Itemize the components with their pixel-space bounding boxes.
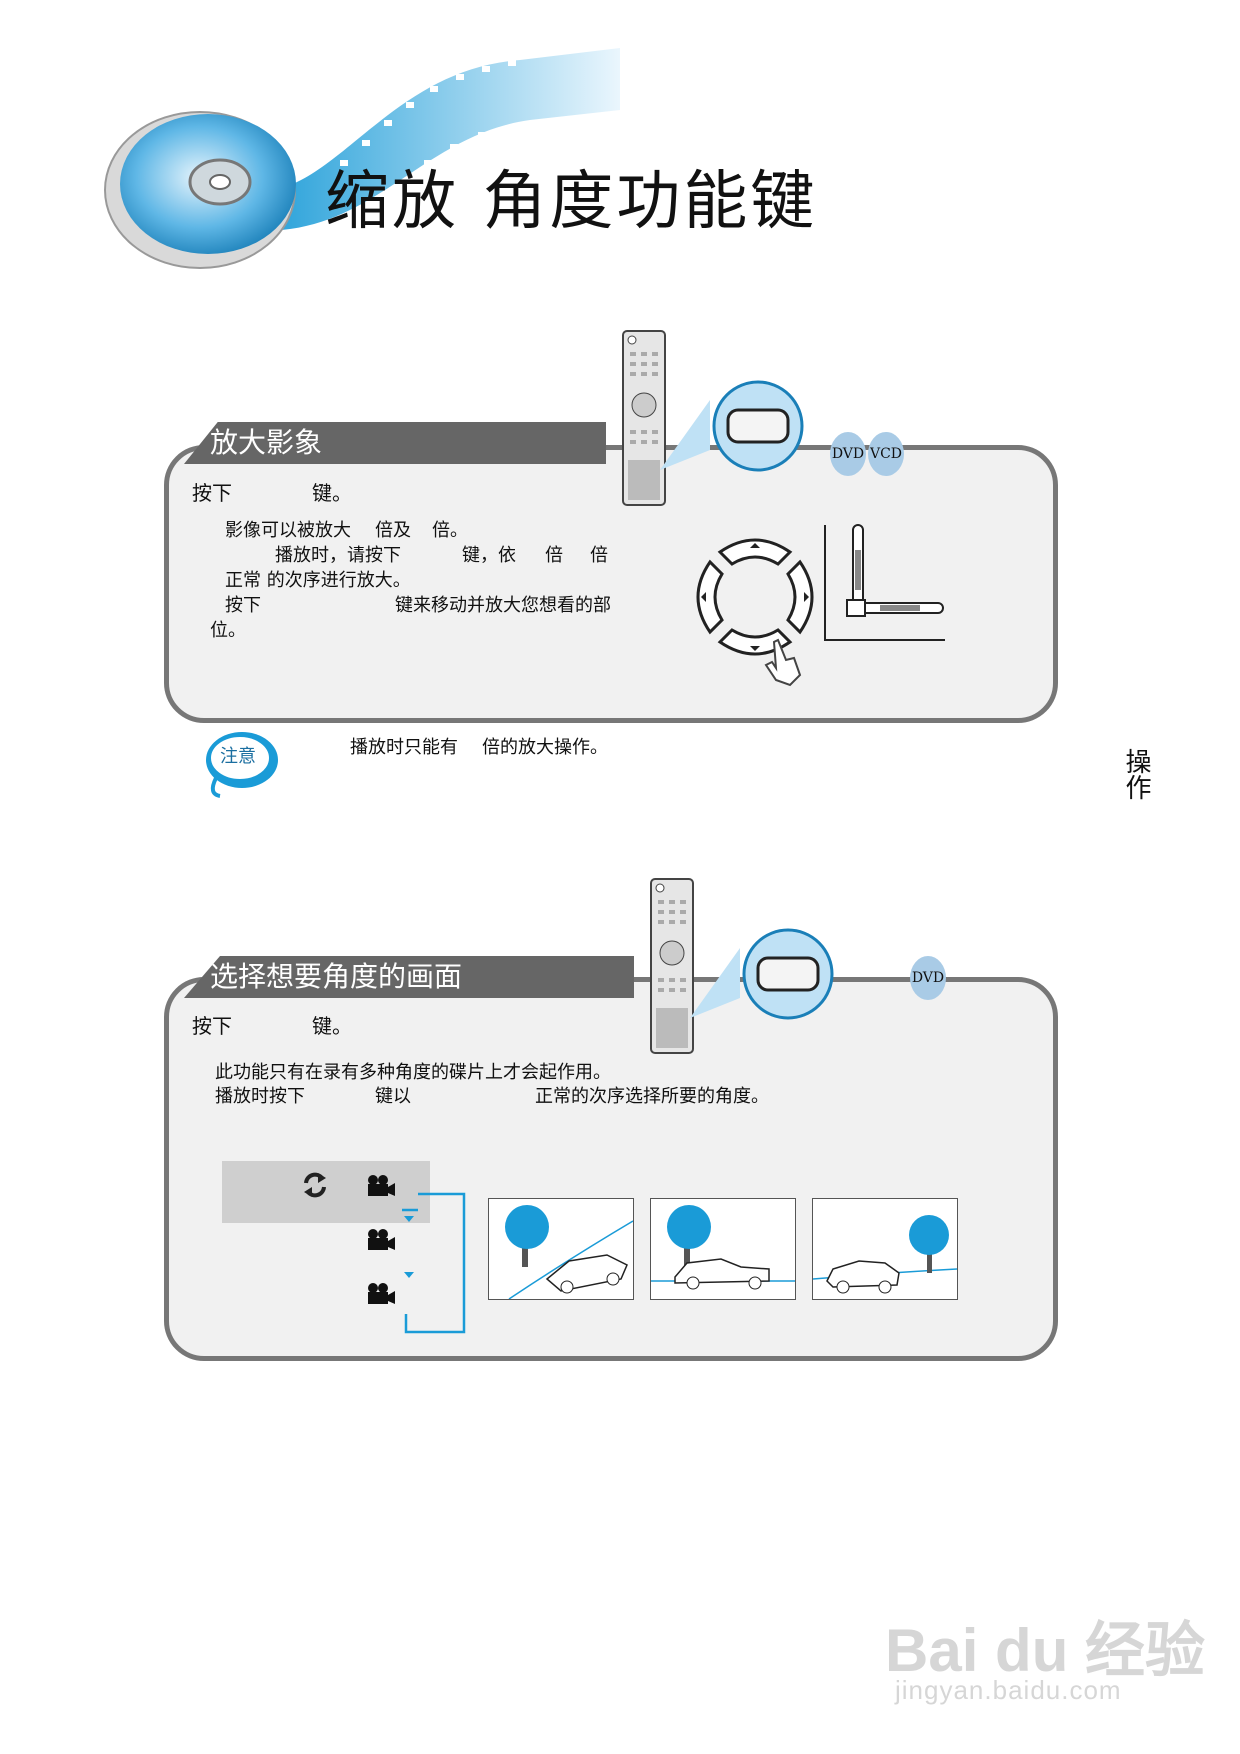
button-callout-2 [690, 928, 834, 1020]
note-bubble-icon [206, 732, 278, 798]
zoom-section-heading: 放大影象 [184, 422, 606, 464]
zoom-line-1c: 倍。 [432, 520, 468, 541]
zoom-line-2a: 播放时，请按下 [275, 545, 401, 566]
angle-cycle-arrows [402, 1192, 466, 1334]
dvd-badge-2: DVD [910, 956, 946, 1000]
note-text-b: 倍的放大操作。 [482, 737, 608, 758]
scroll-axis-icon [824, 524, 945, 641]
disc-filmstrip-graphic [104, 48, 620, 269]
vcd-badge: VCD [868, 432, 904, 476]
watermark-url: jingyan.baidu.com [895, 1675, 1122, 1705]
button-callout [660, 380, 804, 472]
press-line-start: 按下 [192, 481, 232, 505]
camera-icon-1 [368, 1175, 395, 1196]
angle-press-line-end: 键。 [312, 1014, 352, 1038]
dvd-badge: DVD [830, 432, 866, 476]
remote-control-icon-2 [650, 878, 694, 1054]
zoom-line-2b: 键，依 [462, 545, 516, 566]
angle-line-2c: 正常的次序选择所要的角度。 [535, 1086, 769, 1107]
angle-section-heading: 选择想要角度的画面 [184, 956, 634, 998]
watermark-brand: Bai du 经验 [885, 1617, 1206, 1684]
angle-menu-box [222, 1161, 430, 1223]
zoom-line-1a: 影像可以被放大 [225, 520, 351, 541]
direction-pad-icon [696, 538, 814, 687]
angle-view-2 [650, 1198, 796, 1300]
zoom-line-1b: 倍及 [375, 520, 411, 541]
side-section-label: 操作 [1121, 748, 1151, 800]
angle-line-2b: 键以 [375, 1086, 411, 1107]
angle-view-1 [488, 1198, 634, 1300]
zoom-line-4b: 键来移动并放大您想看的部 [395, 595, 611, 616]
note-text-a: 播放时只能有 [350, 737, 458, 758]
remote-control-icon [622, 330, 666, 506]
zoom-line-2d: 倍 [590, 545, 608, 566]
hand-pointer-icon [764, 638, 802, 687]
zoom-panel [164, 445, 1058, 723]
zoom-line-4a: 按下 [225, 595, 261, 616]
press-line-end: 键。 [312, 481, 352, 505]
note-label: 注意 [220, 746, 256, 767]
angle-press-line-start: 按下 [192, 1014, 232, 1038]
camera-icon-3 [368, 1283, 395, 1304]
angle-line-2a: 播放时按下 [215, 1086, 305, 1107]
zoom-line-5: 位。 [210, 620, 246, 641]
camera-icon-2 [368, 1229, 395, 1250]
zoom-line-2c: 倍 [545, 545, 563, 566]
zoom-line-3: 正常 的次序进行放大。 [225, 570, 411, 591]
refresh-icon [304, 1172, 326, 1198]
angle-line-1: 此功能只有在录有多种角度的碟片上才会起作用。 [215, 1062, 611, 1083]
page-title: 缩放 角度功能键 [325, 165, 818, 239]
angle-view-3 [812, 1198, 958, 1300]
